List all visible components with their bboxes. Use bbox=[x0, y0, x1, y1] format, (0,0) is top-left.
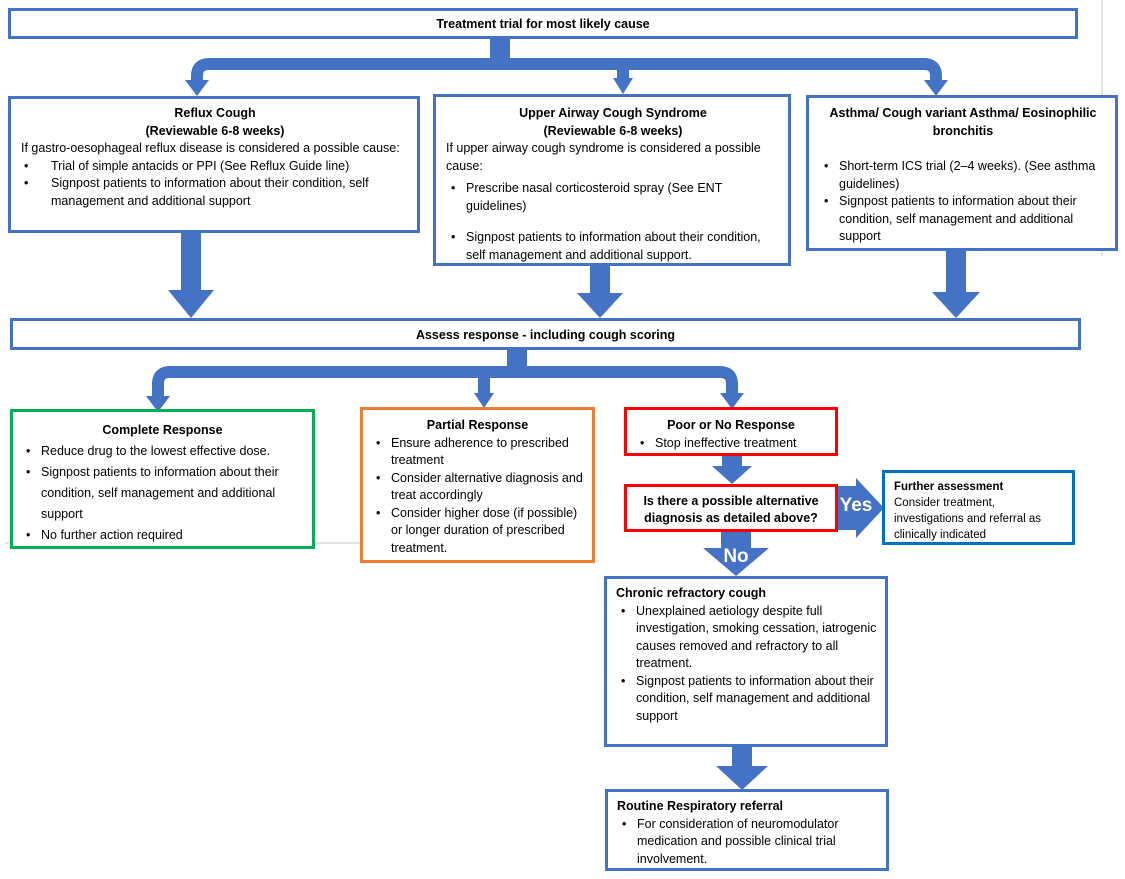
asthma-box: Asthma/ Cough variant Asthma/ Eosinophil… bbox=[806, 95, 1118, 251]
arrowhead-complete bbox=[146, 396, 170, 412]
yes-arrow bbox=[835, 478, 884, 538]
arrowhead-asthma bbox=[924, 80, 948, 96]
list-item: Prescribe nasal corticosteroid spray (Se… bbox=[446, 180, 780, 215]
yes-label: Yes bbox=[839, 495, 873, 516]
reflux-to-assess-arrow bbox=[168, 232, 214, 318]
list-item: Reduce drug to the lowest effective dose… bbox=[21, 441, 304, 462]
partial-response-box: Partial Response Ensure adherence to pre… bbox=[360, 407, 595, 563]
list-item: Ensure adherence to prescribed treatment bbox=[371, 435, 584, 470]
upper-airway-box: Upper Airway Cough Syndrome (Reviewable … bbox=[433, 94, 791, 266]
arrowhead-poor bbox=[720, 393, 744, 409]
asthma-to-assess-arrow bbox=[932, 250, 980, 318]
chronic-title: Chronic refractory cough bbox=[616, 586, 767, 600]
partial-title: Partial Response bbox=[426, 418, 529, 432]
assess-response-box: Assess response - including cough scorin… bbox=[10, 318, 1081, 350]
no-arrow bbox=[703, 532, 769, 576]
asthma-title: Asthma/ Cough variant Asthma/ Eosinophil… bbox=[829, 106, 1097, 138]
assess-trunk-arrow bbox=[507, 348, 527, 378]
list-item: Signpost patients to information about t… bbox=[21, 462, 304, 525]
list-item: Signpost patients to information about t… bbox=[616, 673, 877, 726]
uacs-subtitle: (Reviewable 6-8 weeks) bbox=[543, 123, 683, 138]
reflux-intro: If gastro-oesophageal reflux disease is … bbox=[21, 141, 400, 155]
reflux-list: Trial of simple antacids or PPI (See Ref… bbox=[21, 158, 409, 211]
further-assessment-box: Further assessment Consider treatment, i… bbox=[882, 470, 1075, 545]
uacs-to-assess-arrow bbox=[577, 265, 623, 318]
poor-title: Poor or No Response bbox=[667, 418, 795, 432]
top-branch-right bbox=[500, 58, 942, 82]
partial-list: Ensure adherence to prescribed treatment… bbox=[371, 435, 584, 558]
chronic-list: Unexplained aetiology despite full inves… bbox=[616, 603, 877, 726]
top-branch-left bbox=[191, 58, 500, 82]
reflux-subtitle: (Reviewable 6-8 weeks) bbox=[145, 123, 285, 138]
arrowhead-uacs bbox=[613, 78, 633, 94]
asthma-list: Short-term ICS trial (2–4 weeks). (See a… bbox=[819, 158, 1107, 246]
treatment-trial-title: Treatment trial for most likely cause bbox=[436, 17, 650, 31]
question-title: Is there a possible alternative diagnosi… bbox=[643, 494, 819, 525]
list-item: No further action required bbox=[21, 525, 304, 546]
referral-title: Routine Respiratory referral bbox=[617, 799, 784, 813]
list-item: For consideration of neuromodulator medi… bbox=[617, 816, 878, 869]
list-item: Consider higher dose (if possible) or lo… bbox=[371, 505, 584, 558]
no-label: No bbox=[723, 546, 749, 567]
further-body: Consider treatment, investigations and r… bbox=[894, 497, 1042, 541]
complete-title: Complete Response bbox=[102, 423, 223, 437]
list-item: Unexplained aetiology despite full inves… bbox=[616, 603, 877, 673]
further-title: Further assessment bbox=[894, 481, 1004, 493]
list-item: Signpost patients to information about t… bbox=[819, 193, 1107, 246]
chronic-to-referral-arrow bbox=[716, 746, 768, 790]
uacs-list: Prescribe nasal corticosteroid spray (Se… bbox=[446, 180, 780, 264]
list-item: Trial of simple antacids or PPI (See Ref… bbox=[21, 158, 409, 176]
arrowhead-partial bbox=[474, 393, 494, 408]
list-item: Signpost patients to information about t… bbox=[21, 175, 409, 210]
referral-list: For consideration of neuromodulator medi… bbox=[617, 816, 878, 869]
assess-title: Assess response - including cough scorin… bbox=[415, 328, 676, 342]
reflux-cough-box: Reflux Cough (Reviewable 6-8 weeks) If g… bbox=[8, 96, 420, 233]
treatment-trial-box: Treatment trial for most likely cause bbox=[8, 8, 1078, 39]
poor-to-question-arrow bbox=[712, 456, 752, 484]
list-item: Signpost patients to information about t… bbox=[446, 229, 780, 264]
arrowhead-reflux bbox=[185, 80, 209, 96]
chronic-refractory-cough-box: Chronic refractory cough Unexplained aet… bbox=[604, 576, 888, 747]
respiratory-referral-box: Routine Respiratory referral For conside… bbox=[605, 789, 889, 871]
reflux-title: Reflux Cough bbox=[174, 106, 256, 120]
poor-list: Stop ineffective treatment bbox=[635, 435, 827, 453]
assess-branch-right bbox=[517, 366, 738, 395]
list-item: Short-term ICS trial (2–4 weeks). (See a… bbox=[819, 158, 1107, 193]
uacs-intro: If upper airway cough syndrome is consid… bbox=[446, 141, 761, 173]
assess-branch-left bbox=[152, 366, 517, 398]
assess-branch-mid bbox=[478, 366, 517, 395]
uacs-title: Upper Airway Cough Syndrome bbox=[519, 106, 707, 120]
complete-list: Reduce drug to the lowest effective dose… bbox=[21, 441, 304, 546]
poor-response-box: Poor or No Response Stop ineffective tre… bbox=[624, 407, 838, 456]
list-item: Consider alternative diagnosis and treat… bbox=[371, 470, 584, 505]
list-item: Stop ineffective treatment bbox=[635, 435, 827, 453]
alternative-diagnosis-question-box: Is there a possible alternative diagnosi… bbox=[624, 484, 838, 532]
complete-response-box: Complete Response Reduce drug to the low… bbox=[10, 409, 315, 549]
